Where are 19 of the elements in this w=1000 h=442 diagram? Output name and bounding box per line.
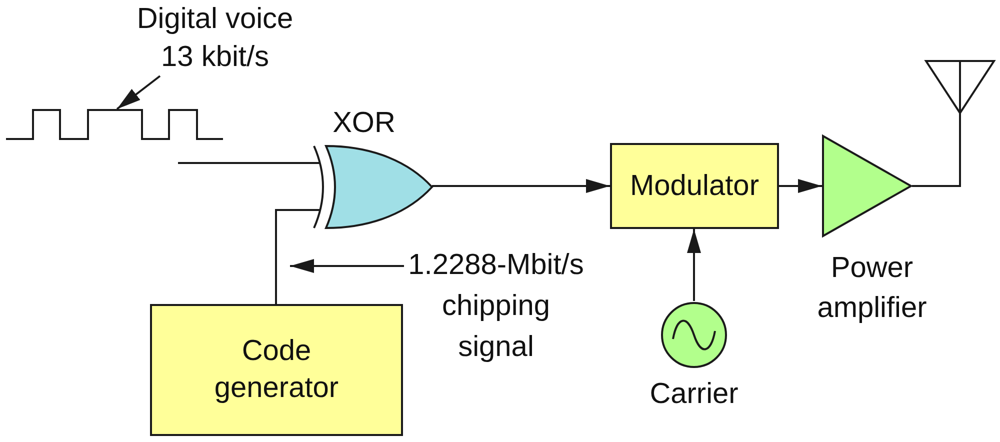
process-box xyxy=(150,304,403,436)
box-label: Code generator xyxy=(213,334,340,406)
annotation-text: 1.2288-Mbit/s chipping signal xyxy=(407,248,585,365)
connector-line xyxy=(275,209,320,304)
arrow xyxy=(432,179,610,193)
connector-line xyxy=(912,114,961,187)
square-wave xyxy=(6,109,224,141)
source-label: Carrier xyxy=(648,380,740,408)
antenna-symbol xyxy=(925,60,995,115)
arrow xyxy=(687,229,701,301)
arrow xyxy=(116,75,161,110)
gate-label: XOR xyxy=(332,108,396,138)
process-box xyxy=(610,143,779,229)
amplifier-label: Power amplifier xyxy=(816,251,928,326)
box-label: Modulator xyxy=(630,169,759,204)
annotation-text: Digital voice 13 kbit/s xyxy=(136,2,294,75)
connector-line xyxy=(178,162,320,164)
arrow xyxy=(779,179,822,193)
arrow xyxy=(290,259,404,273)
